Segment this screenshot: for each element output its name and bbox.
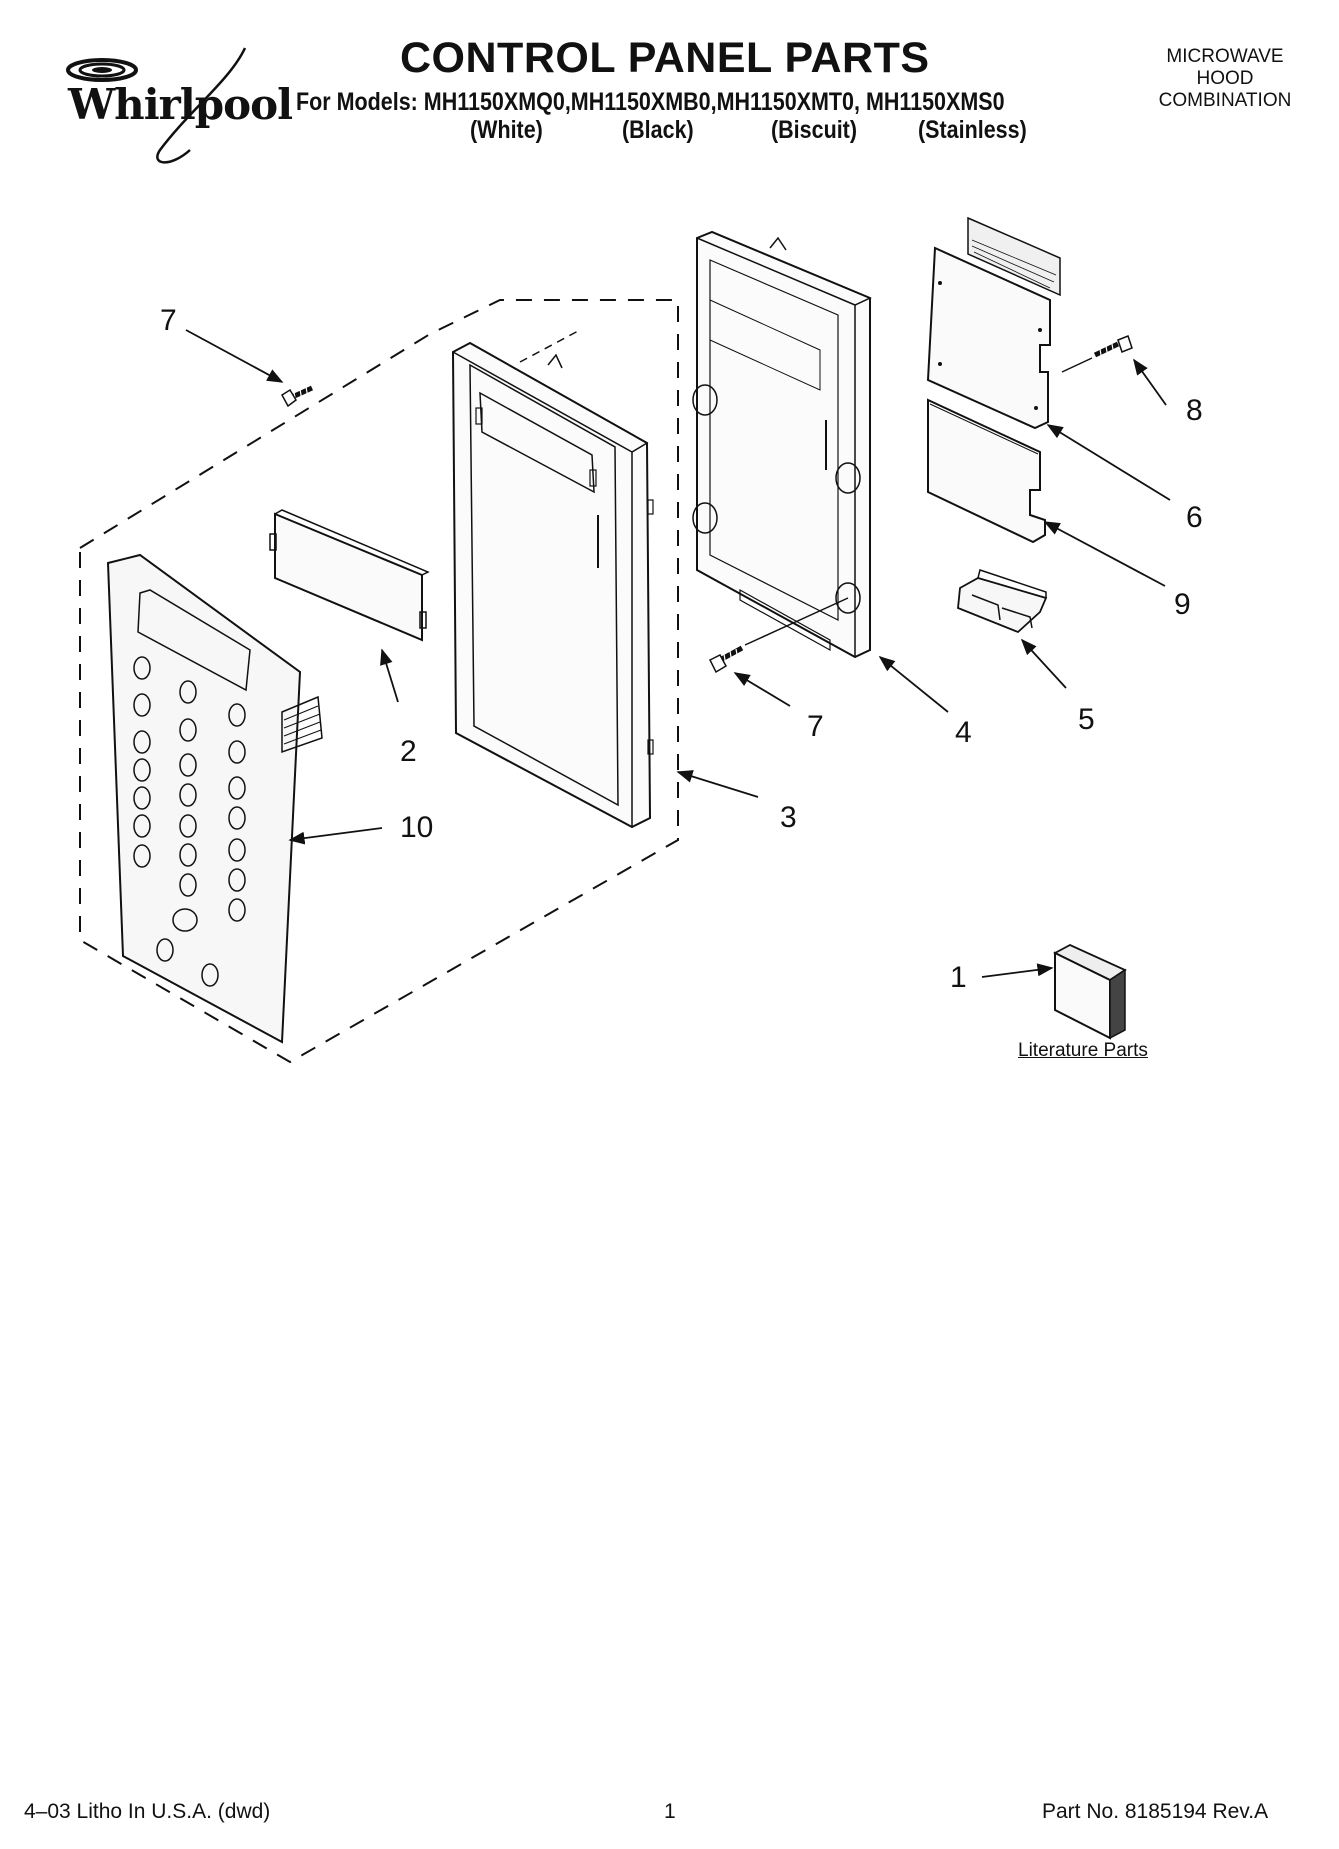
leader-9 [1043, 521, 1166, 587]
callout-9: 9 [1174, 588, 1191, 621]
callout-10: 10 [400, 811, 434, 844]
leader-7-upper [185, 329, 284, 383]
leader-7-lower [733, 672, 791, 707]
screw-7-bracket [708, 597, 849, 674]
leader-8 [1133, 358, 1167, 406]
callout-1: 1 [950, 961, 967, 994]
part-5-bracket-clip [957, 569, 1048, 634]
leader-10 [288, 827, 383, 845]
variant-biscuit: (Biscuit) [771, 116, 857, 144]
callout-5: 5 [1078, 703, 1095, 736]
screw-7-upper-left [281, 385, 314, 408]
leader-1 [981, 963, 1054, 978]
part-4-control-board-bracket [692, 230, 872, 659]
literature-parts-caption: Literature Parts [1018, 1040, 1148, 1061]
callout-7-lower: 7 [807, 710, 824, 743]
part-2-display-window [269, 509, 430, 642]
footer-print-info: 4–03 Litho In U.S.A. (dwd) [24, 1800, 271, 1823]
leader-3 [676, 770, 759, 798]
models-line: For Models: MH1150XMQ0,MH1150XMB0,MH1150… [296, 88, 1005, 116]
leader-2 [380, 648, 399, 703]
part-1-literature-booklet [1053, 943, 1127, 1040]
category-line: HOOD [1196, 68, 1254, 89]
part-3-control-panel-frame [451, 329, 654, 829]
callout-7-upper: 7 [160, 304, 177, 337]
variant-white: (White) [470, 116, 543, 144]
part-6-circuit-board [926, 216, 1061, 430]
callout-2: 2 [400, 735, 417, 768]
brand-wordmark: Whirlpool [68, 80, 293, 129]
footer-part-number: Part No. 8185194 Rev.A [1042, 1800, 1269, 1823]
leader-4 [878, 655, 949, 713]
product-category: MICROWAVE HOOD COMBINATION [1140, 46, 1310, 112]
callout-6: 6 [1186, 501, 1203, 534]
logo-swirl-icon [66, 47, 247, 164]
page-title: CONTROL PANEL PARTS [400, 34, 930, 82]
part-10-keypad-overlay [106, 553, 323, 1044]
callout-4: 4 [955, 716, 972, 749]
footer-page-number: 1 [664, 1800, 676, 1823]
variant-stainless: (Stainless) [918, 116, 1027, 144]
callout-8: 8 [1186, 394, 1203, 427]
leader-6 [1046, 424, 1171, 501]
part-9-insulator [927, 398, 1046, 544]
leader-5 [1020, 638, 1067, 689]
screw-8 [1061, 335, 1133, 373]
callout-3: 3 [780, 801, 797, 834]
category-line: MICROWAVE [1166, 46, 1284, 67]
category-line: COMBINATION [1158, 90, 1292, 111]
assembly-boundary [79, 299, 679, 1064]
variant-black: (Black) [622, 116, 694, 144]
